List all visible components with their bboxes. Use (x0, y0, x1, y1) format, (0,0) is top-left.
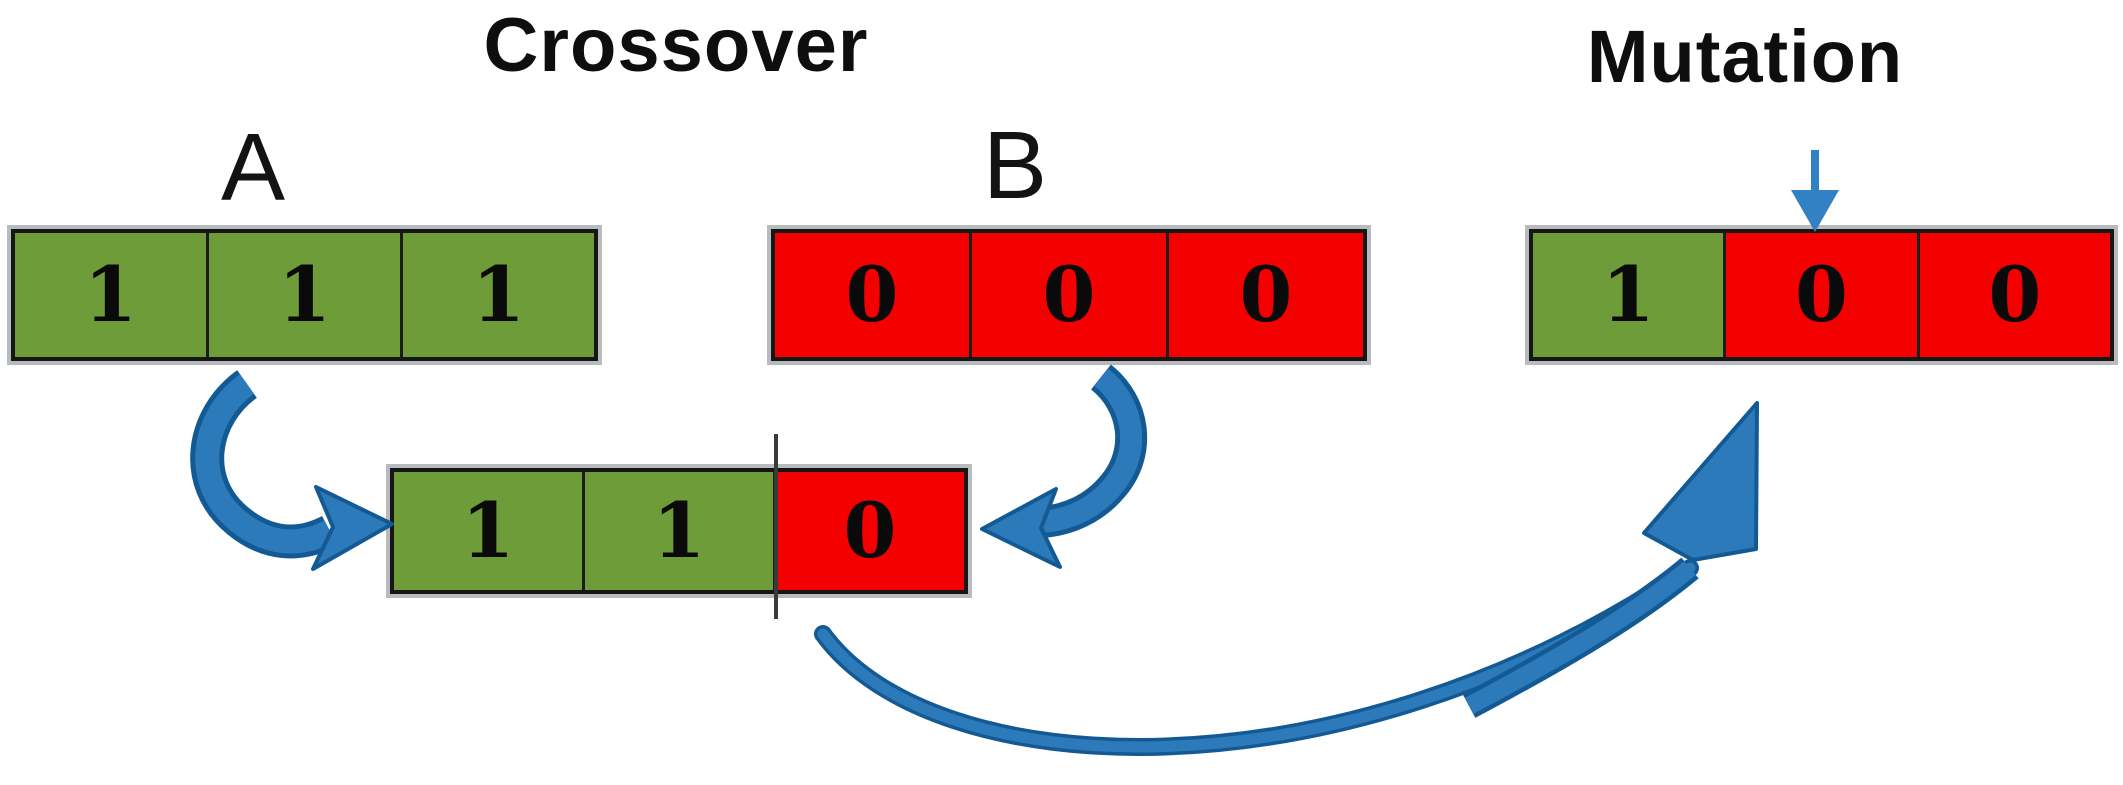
gene-cell: 1 (394, 472, 582, 590)
parent-a-label: A (220, 114, 286, 221)
arrow-a-to-child-icon (190, 370, 394, 571)
gene-cell: 0 (775, 233, 969, 357)
gene-cell: 0 (1916, 233, 2110, 357)
parent-b-label: B (982, 112, 1048, 219)
chromosome-parent-a: 1 1 1 (11, 229, 598, 361)
arrow-b-to-child-icon (980, 364, 1148, 569)
gene-cell: 1 (400, 233, 594, 357)
gene-cell: 1 (1533, 233, 1724, 357)
gene-cell: 1 (206, 233, 400, 357)
crossover-title: Crossover (483, 3, 869, 88)
gene-cell: 0 (1723, 233, 1917, 357)
chromosome-child: 1 1 0 (390, 468, 968, 594)
gene-cell: 1 (582, 472, 773, 590)
chromosome-parent-b: 0 0 0 (771, 229, 1367, 361)
mutation-title: Mutation (1586, 15, 1904, 98)
mutation-point-arrow-icon (1791, 150, 1839, 232)
gene-cell: 0 (1166, 233, 1363, 357)
gene-cell: 0 (773, 472, 964, 590)
chromosome-mutated: 1 0 0 (1529, 229, 2114, 361)
gene-cell: 1 (15, 233, 206, 357)
gene-cell: 0 (969, 233, 1166, 357)
